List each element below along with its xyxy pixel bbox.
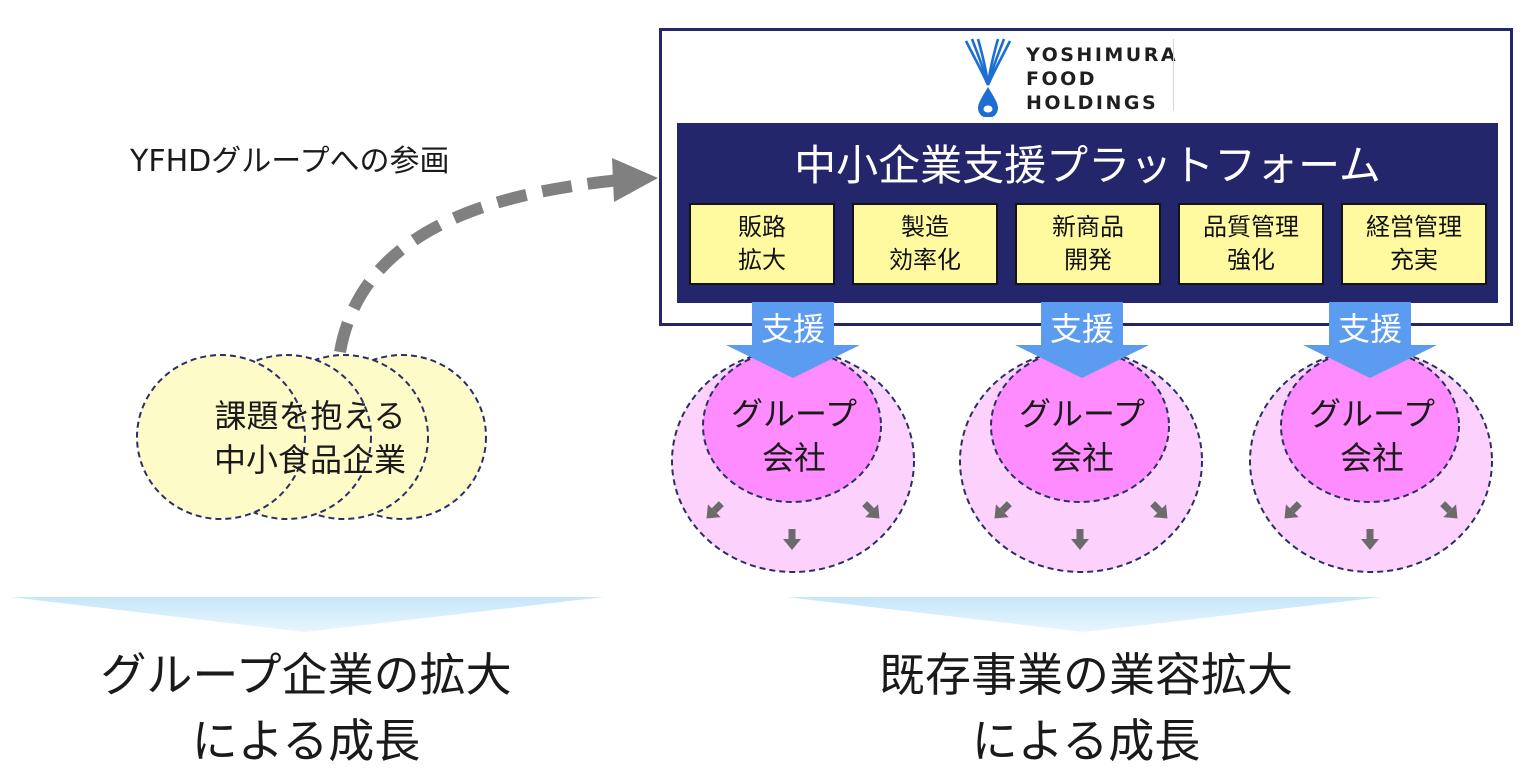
support-label-2: 支援 bbox=[1049, 310, 1114, 348]
platform-item-label: 販路 拡大 bbox=[738, 213, 786, 274]
platform-title: 中小企業支援プラットフォーム bbox=[794, 141, 1381, 190]
yfhd-logo-text: YOSHIMURA FOOD HOLDINGS bbox=[1026, 43, 1178, 115]
group-company-label-3: グループ 会社 bbox=[1308, 395, 1436, 477]
support-label-3: 支援 bbox=[1337, 310, 1402, 348]
group-company-3 bbox=[1249, 349, 1493, 573]
support-arrow-1 bbox=[726, 302, 860, 378]
platform-item-label: 経営管理 充実 bbox=[1366, 213, 1462, 274]
logo-line-2: FOOD bbox=[1026, 68, 1098, 90]
business-expansion-growth-caption: 既存事業の業容拡大 による成長 bbox=[879, 648, 1293, 768]
platform-item-manufacturing: 製造 効率化 bbox=[852, 203, 998, 285]
platform-item-sales-channel: 販路 拡大 bbox=[689, 203, 835, 285]
platform-item-label: 品質管理 強化 bbox=[1203, 213, 1299, 274]
yfhd-logo-mark-icon bbox=[964, 38, 1012, 117]
group-company-2 bbox=[959, 349, 1203, 573]
platform-item-quality: 品質管理 強化 bbox=[1178, 203, 1324, 285]
participation-dashed-arrow bbox=[334, 174, 621, 354]
platform-item-label: 新商品 開発 bbox=[1052, 213, 1124, 274]
yfhd-logo: YOSHIMURA FOOD HOLDINGS bbox=[964, 37, 1204, 117]
logo-line-1: YOSHIMURA bbox=[1026, 44, 1179, 66]
support-label-1: 支援 bbox=[760, 310, 825, 348]
group-expansion-growth-caption: グループ企業の拡大 による成長 bbox=[100, 648, 512, 768]
platform-item-management: 経営管理 充実 bbox=[1341, 203, 1487, 285]
platform-item-new-products: 新商品 開発 bbox=[1015, 203, 1161, 285]
group-company-1 bbox=[671, 349, 915, 573]
support-arrow-3 bbox=[1303, 302, 1437, 378]
group-company-label-1: グループ 会社 bbox=[730, 395, 858, 477]
support-platform-box: YOSHIMURA FOOD HOLDINGS 中小企業支援プラットフォーム 販… bbox=[659, 28, 1513, 326]
logo-divider bbox=[1173, 39, 1174, 111]
platform-item-label: 製造 効率化 bbox=[889, 213, 961, 274]
group-company-label-2: グループ 会社 bbox=[1018, 395, 1146, 477]
participation-arrowhead bbox=[612, 158, 658, 202]
growth-band-right bbox=[786, 597, 1382, 632]
platform-panel: 中小企業支援プラットフォーム 販路 拡大 製造 効率化 新商品 開発 品質管理 … bbox=[677, 123, 1498, 303]
challenge-circles bbox=[136, 354, 487, 520]
support-arrow-2 bbox=[1015, 302, 1149, 378]
growth-band-left bbox=[10, 597, 604, 632]
logo-line-3: HOLDINGS bbox=[1026, 92, 1159, 114]
challenged-sme-label: 課題を抱える 中小食品企業 bbox=[213, 397, 406, 479]
spread-arrows bbox=[706, 501, 1458, 550]
participation-label: YFHDグループへの参画 bbox=[130, 144, 450, 179]
